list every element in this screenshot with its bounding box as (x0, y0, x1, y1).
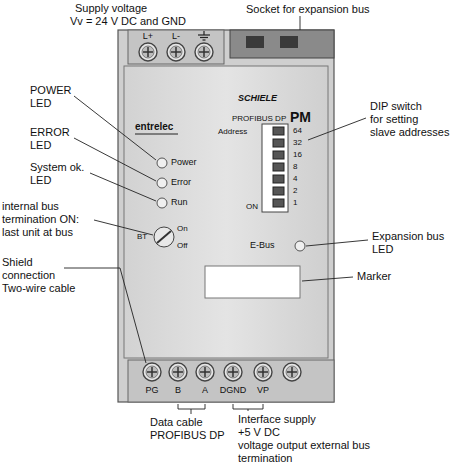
terminal-screw (254, 363, 272, 381)
callout-label: voltage output external bus (238, 439, 370, 452)
dip-value: 64 (293, 126, 302, 135)
callout-label: termination (238, 452, 292, 465)
socket-slot (246, 36, 264, 48)
led-label: Run (171, 197, 188, 207)
dip-toggles (273, 127, 284, 207)
terminal-screw (224, 363, 242, 381)
callout-label: LED (30, 139, 51, 152)
dip-toggle (273, 163, 284, 171)
callout-label: Two-wire cable (2, 282, 75, 295)
dip-toggle (273, 175, 284, 183)
terminal-label: DGND (220, 385, 247, 395)
terminal-label: B (175, 385, 181, 395)
dip-toggle (273, 139, 284, 147)
housing (118, 30, 334, 402)
bottom-terminal-block (128, 360, 334, 402)
callout-label: Marker (357, 270, 391, 283)
callout-label: LED (372, 243, 393, 256)
callout-label: internal bus (2, 200, 59, 213)
terminal-label: L+ (143, 31, 153, 41)
terminal-label: VP (257, 385, 269, 395)
terminal-screw (167, 43, 185, 61)
terminal-screw (143, 363, 161, 381)
callout-label: last unit at bus (2, 226, 73, 239)
callout-label: connection (2, 269, 55, 282)
front-panel (124, 66, 328, 358)
dip-value: 32 (293, 138, 302, 147)
callout-label: System ok. (30, 161, 84, 174)
dip-label: ON (246, 202, 258, 211)
terminal-screw (196, 363, 214, 381)
callout-label: POWER (30, 84, 72, 97)
callout-label: for setting (370, 113, 418, 126)
callout-label: termination ON: (2, 213, 79, 226)
run-led (157, 198, 167, 208)
callout-label: PROFIBUS DP (150, 429, 225, 442)
dip-value: 2 (293, 186, 297, 195)
callout-label: Socket for expansion bus (246, 3, 370, 16)
led-label: Power (171, 157, 197, 167)
top-terminal-block (128, 30, 224, 64)
terminal-screw (169, 363, 187, 381)
terminal-label: PG (145, 385, 158, 395)
expansion-socket (230, 30, 334, 58)
callout-label: slave addresses (370, 126, 450, 139)
dip-value: 4 (293, 174, 297, 183)
callout-label: ERROR (30, 126, 70, 139)
callout-label: Data cable (150, 416, 203, 429)
terminal-screw (139, 43, 157, 61)
callout-label: +5 V DC (238, 426, 280, 439)
dip-value: 16 (293, 150, 302, 159)
dip-toggle (273, 127, 284, 135)
led-label: E-Bus (250, 240, 275, 250)
product-label: PM (290, 109, 311, 125)
callout-label: Interface supply (238, 413, 316, 426)
terminal-screw (283, 363, 301, 381)
callout-label: DIP switch (370, 100, 422, 113)
switch-label: BT (137, 232, 147, 241)
dip-value: 1 (293, 198, 297, 207)
dip-label: Address (218, 127, 247, 136)
leader-lines (64, 16, 368, 414)
marker-field (205, 266, 300, 298)
bt-switch-slot (157, 231, 171, 243)
callout-label: Supply voltage (75, 2, 147, 15)
terminal-label: L- (172, 31, 180, 41)
logo-underline (135, 134, 178, 135)
terminal-screw (195, 43, 213, 61)
led-label: Error (171, 177, 191, 187)
product-label: PROFIBUS DP (232, 114, 286, 123)
callout-label: Vv = 24 V DC and GND (70, 15, 186, 28)
dip-toggle (273, 199, 284, 207)
terminal-label: A (202, 385, 208, 395)
callout-label: Shield (2, 256, 33, 269)
switch-label: On (177, 224, 188, 233)
dip-toggle (273, 187, 284, 195)
brand-logo: SCHIELE (238, 93, 277, 103)
socket-slot (280, 36, 298, 48)
ebus-led (295, 241, 305, 251)
error-led (157, 178, 167, 188)
brand-logo: entrelec (135, 121, 173, 133)
bt-switch (154, 227, 174, 247)
dip-switch (262, 124, 288, 212)
switch-label: Off (177, 241, 188, 250)
callout-label: LED (30, 174, 51, 187)
dip-value: 8 (293, 162, 297, 171)
callout-label: LED (30, 97, 51, 110)
dip-toggle (273, 151, 284, 159)
power-led (157, 158, 167, 168)
callout-label: Expansion bus (372, 230, 444, 243)
ground-symbol (198, 31, 210, 40)
